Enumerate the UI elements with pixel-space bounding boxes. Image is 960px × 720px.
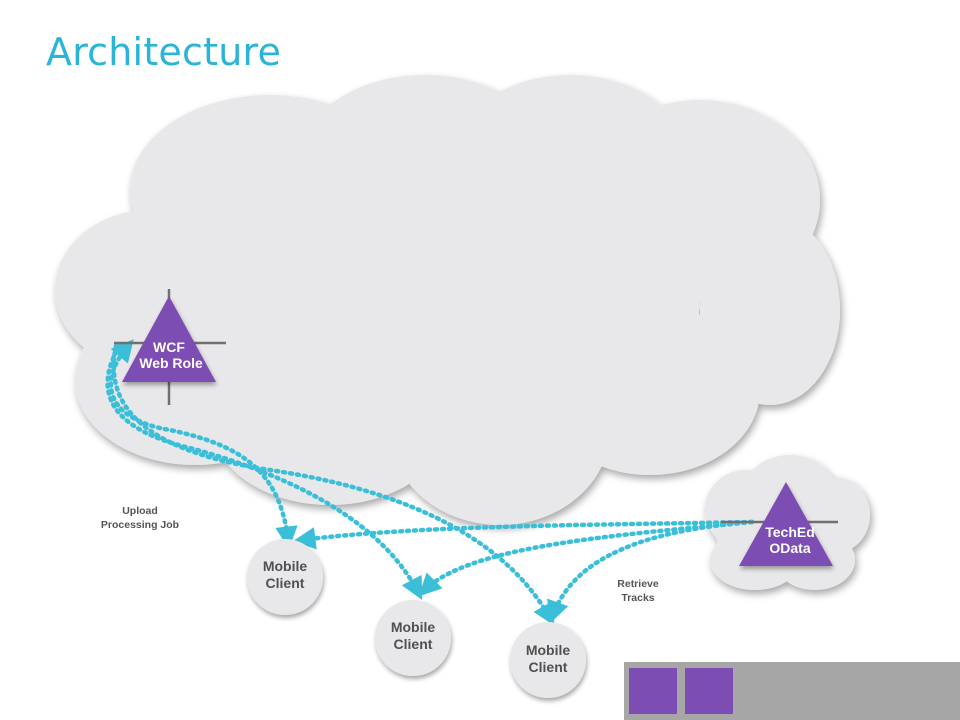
footer-square-1: [629, 668, 677, 714]
main-cloud: [55, 75, 840, 525]
client3-label-line2: Client: [529, 659, 568, 675]
wcf-web-role-node: WCF Web Role: [114, 289, 226, 405]
client2-label-line2: Client: [394, 636, 433, 652]
arrow-wcf-client1: [108, 339, 298, 549]
upload-label-line2: Processing Job: [101, 519, 179, 531]
wcf-label-line1: WCF: [153, 339, 185, 355]
connection-arrows: [105, 339, 755, 626]
client1-label-line2: Client: [266, 575, 305, 591]
upload-label-line1: Upload: [122, 505, 158, 517]
teched-odata-node: TechEd OData: [721, 482, 838, 566]
mobile-client-3: Mobile Client: [510, 622, 586, 698]
arrow-teched-client2: [418, 519, 755, 597]
wcf-triangle-icon: [122, 296, 216, 382]
teched-label-line2: OData: [769, 540, 810, 556]
client3-label-line1: Mobile: [526, 642, 571, 658]
client2-label-line1: Mobile: [391, 619, 436, 635]
mobile-client-2: Mobile Client: [375, 600, 451, 676]
arrow-wcf-client2: [105, 342, 423, 600]
retrieve-label-line1: Retrieve: [617, 578, 659, 590]
client1-label-line1: Mobile: [263, 558, 308, 574]
arrow-teched-client1: [293, 519, 755, 550]
footer-square-2: [685, 668, 733, 714]
retrieve-label-line2: Tracks: [621, 592, 654, 604]
footer-bar: [624, 662, 960, 720]
arrow-wcf-client3: [111, 343, 555, 626]
teched-triangle-icon: [739, 482, 833, 566]
wcf-label-line2: Web Role: [139, 355, 203, 371]
teched-label-line1: TechEd: [765, 524, 815, 540]
arrow-teched-client3: [547, 519, 755, 624]
slide-title: Architecture: [46, 30, 282, 74]
mobile-client-1: Mobile Client: [247, 539, 323, 615]
